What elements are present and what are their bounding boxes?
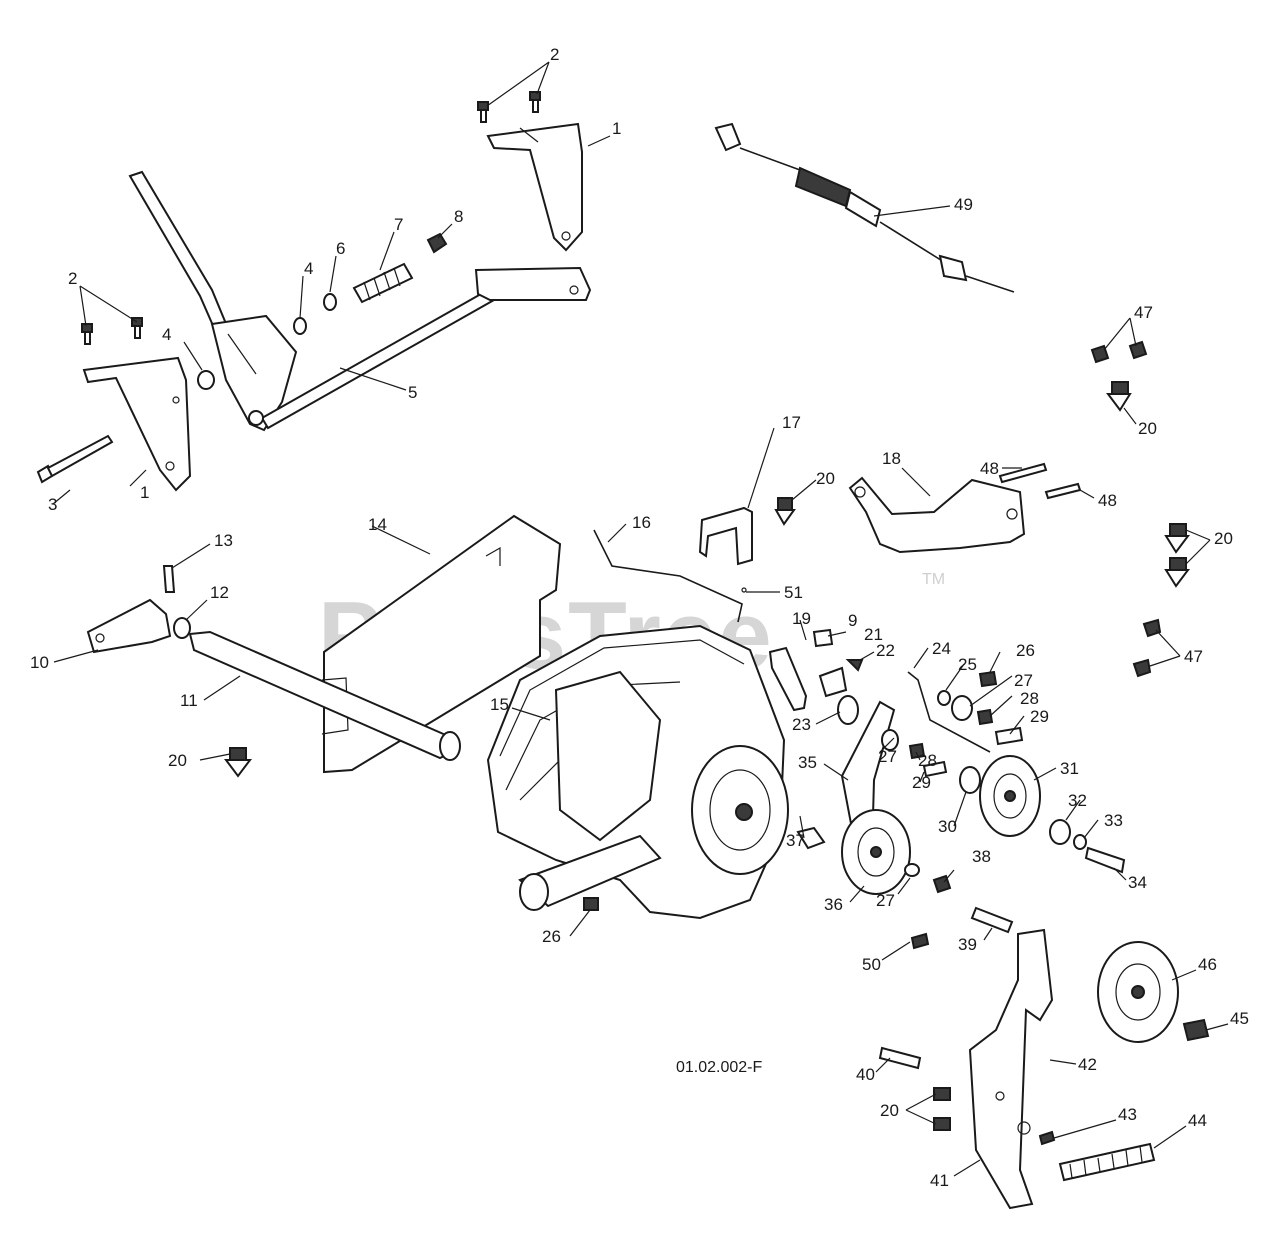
- callout-51: 51: [784, 583, 803, 602]
- callout-20-upper: 20: [1138, 419, 1157, 438]
- callout-29-upper: 29: [1030, 707, 1049, 726]
- callout-35: 35: [798, 753, 817, 772]
- callout-9: 9: [848, 611, 857, 630]
- callout-44: 44: [1188, 1111, 1207, 1130]
- callout-20-lower-left: 20: [168, 751, 187, 770]
- part-pulley-46: [1097, 941, 1210, 1043]
- callout-1-left: 1: [140, 483, 149, 502]
- callout-21: 21: [864, 625, 883, 644]
- part-transmission: [486, 624, 789, 920]
- callout-37: 37: [786, 831, 805, 850]
- callout-50: 50: [862, 955, 881, 974]
- callout-2-top: 2: [550, 45, 559, 64]
- callout-46: 46: [1198, 955, 1217, 974]
- callout-48-left: 48: [980, 459, 999, 478]
- callout-27-middle: 27: [878, 747, 897, 766]
- callout-4-lower: 4: [162, 325, 171, 344]
- part-bracket-19: [768, 628, 864, 712]
- part-bracket-41-42: [968, 928, 1054, 1210]
- callout-labels: 2 1 2 3 4 4 5 6 7 8 9 10 11 12 13 14 15 …: [30, 45, 1249, 1190]
- callout-7: 7: [394, 215, 403, 234]
- part-rod-24-assembly: [881, 670, 1024, 794]
- part-bolt-lower-left: [224, 747, 252, 778]
- callout-45: 45: [1230, 1009, 1249, 1028]
- callout-14: 14: [368, 515, 387, 534]
- callout-15: 15: [490, 695, 509, 714]
- part-bolts-right: [1164, 523, 1190, 588]
- part-long-bolt: [36, 434, 114, 484]
- part-rod-16: [593, 529, 747, 623]
- drawing-code: 01.02.002-F: [676, 1059, 763, 1076]
- part-bolts-39-40: [878, 906, 1014, 1070]
- callout-28-lower: 28: [918, 751, 937, 770]
- callout-27-upper: 27: [1014, 671, 1033, 690]
- callout-20-bottom: 20: [880, 1101, 899, 1120]
- callout-39: 39: [958, 935, 977, 954]
- leader-lines: [52, 61, 1229, 1177]
- callout-34: 34: [1128, 873, 1147, 892]
- callout-25: 25: [958, 655, 977, 674]
- callout-42: 42: [1078, 1055, 1097, 1074]
- callout-11: 11: [180, 691, 198, 710]
- callout-28-upper: 28: [1020, 689, 1039, 708]
- callout-12: 12: [210, 583, 229, 602]
- callout-38: 38: [972, 847, 991, 866]
- callout-27-lower: 27: [876, 891, 895, 910]
- part-nuts-upper-right: [1090, 340, 1148, 412]
- callout-19: 19: [792, 609, 811, 628]
- part-shaft-assembly: [86, 565, 461, 761]
- callout-16: 16: [632, 513, 651, 532]
- callout-4-upper: 4: [304, 259, 313, 278]
- callout-33: 33: [1104, 811, 1123, 830]
- callout-18: 18: [882, 449, 901, 468]
- part-bracket-upper-right: [486, 122, 583, 252]
- callout-26-upper: 26: [1016, 641, 1035, 660]
- callout-41: 41: [930, 1171, 949, 1190]
- callout-36: 36: [824, 895, 843, 914]
- callout-48-right: 48: [1098, 491, 1117, 510]
- callout-30: 30: [938, 817, 957, 836]
- callout-2-left: 2: [68, 269, 77, 288]
- callout-20-right: 20: [1214, 529, 1233, 548]
- callout-13: 13: [214, 531, 233, 550]
- callout-22: 22: [876, 641, 895, 660]
- callout-6: 6: [336, 239, 345, 258]
- part-bracket-18: [848, 462, 1082, 554]
- callout-5: 5: [408, 383, 417, 402]
- part-pulley-31: [979, 755, 1126, 874]
- part-bolts-top: [477, 91, 541, 123]
- callout-1-top: 1: [612, 119, 621, 138]
- part-bolt-26-lower: [583, 897, 599, 911]
- callout-40: 40: [856, 1065, 875, 1084]
- callout-31: 31: [1060, 759, 1079, 778]
- part-bolts-left: [81, 317, 143, 345]
- callout-10: 10: [30, 653, 49, 672]
- part-bracket-left: [82, 356, 192, 492]
- part-bolts-bottom: [933, 1087, 951, 1131]
- callout-17: 17: [782, 413, 801, 432]
- part-bracket-17: [698, 497, 796, 566]
- callout-26-lower: 26: [542, 927, 561, 946]
- watermark-trademark: TM: [922, 571, 945, 588]
- callout-47-lower: 47: [1184, 647, 1203, 666]
- callout-3: 3: [48, 495, 57, 514]
- callout-23: 23: [792, 715, 811, 734]
- callout-24: 24: [932, 639, 951, 658]
- callout-49: 49: [954, 195, 973, 214]
- part-nuts-lower-right: [1132, 618, 1162, 678]
- callout-29-lower: 29: [912, 773, 931, 792]
- part-idler-arm: [796, 695, 952, 895]
- callout-8: 8: [454, 207, 463, 226]
- part-shift-lever: [128, 170, 592, 432]
- callout-20-bracket: 20: [816, 469, 835, 488]
- part-spring-44: [1038, 1130, 1156, 1182]
- callout-43: 43: [1118, 1105, 1137, 1124]
- part-control-cable: [714, 122, 1015, 293]
- callout-47-upper: 47: [1134, 303, 1153, 322]
- callout-32: 32: [1068, 791, 1087, 810]
